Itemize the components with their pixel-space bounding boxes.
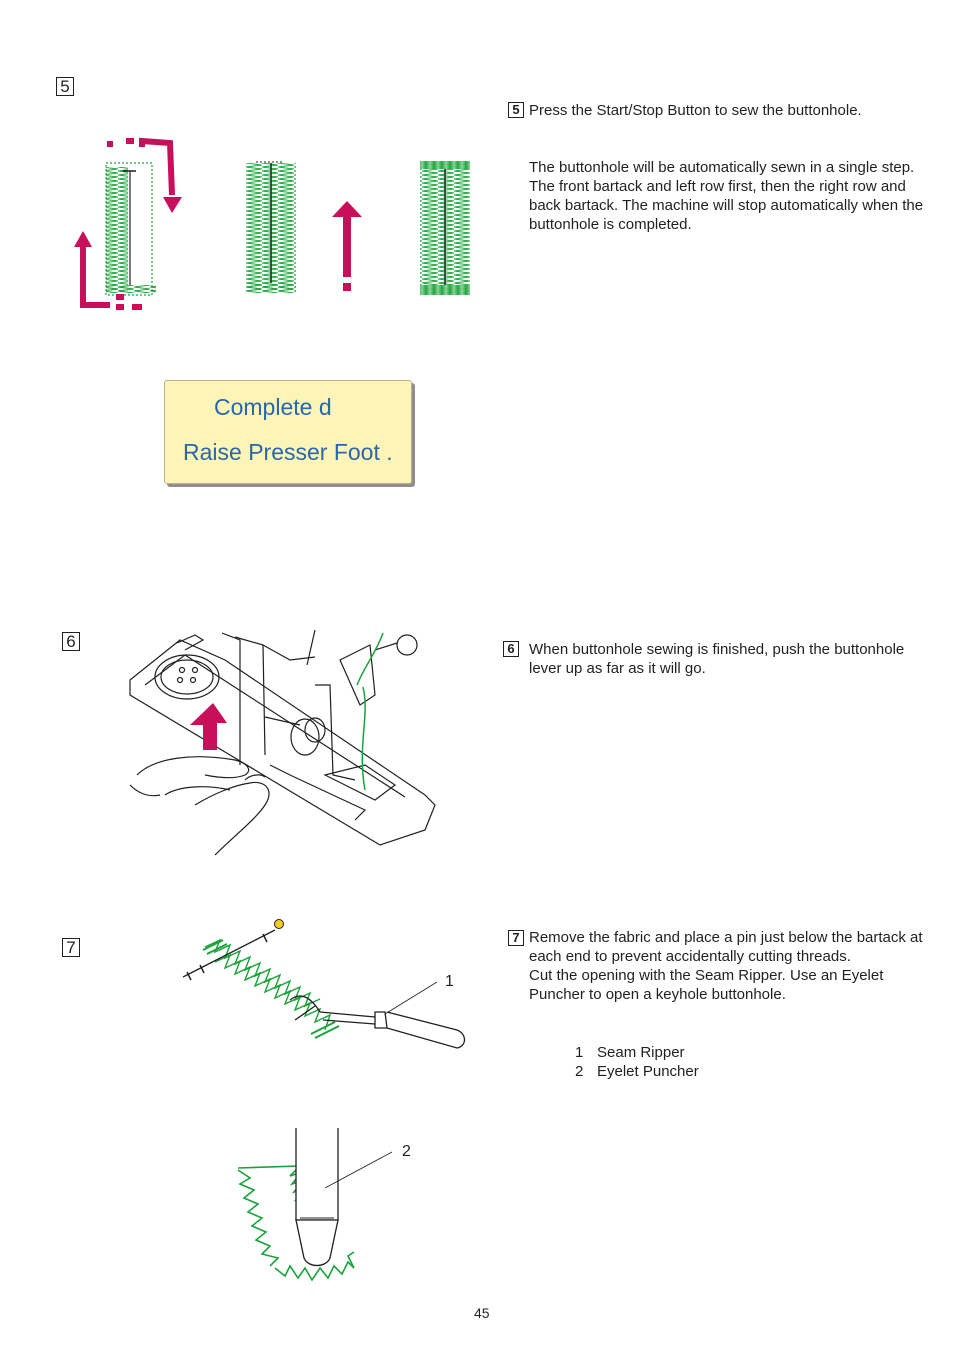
step-5-instruction: Press the Start/Stop Button to sew the b…	[529, 102, 862, 119]
buttonhole-foot-illustration	[129, 629, 436, 856]
step-5-paragraph-2: The front bartack and left row first, th…	[529, 178, 924, 233]
callout-2: 2	[402, 1143, 411, 1160]
eyelet-puncher-illustration	[237, 1128, 393, 1282]
step-5-paragraph-1: The buttonhole will be automatically sew…	[529, 159, 915, 176]
step-7-marker: 7	[62, 938, 80, 957]
step-6-marker: 6	[62, 632, 80, 651]
step-5-inline-marker: 5	[508, 102, 524, 118]
step-6-inline-marker: 6	[503, 641, 519, 657]
step-6-instruction: When buttonhole sewing is finished, push…	[529, 641, 905, 677]
lcd-line-completed: Complete d	[214, 394, 332, 420]
callout-1: 1	[445, 973, 454, 990]
step-7-instruction-2: Cut the opening with the Seam Ripper. Us…	[529, 967, 884, 1003]
lcd-message-panel: Complete d Raise Presser Foot .	[164, 380, 412, 484]
seam-ripper-illustration	[182, 919, 466, 1049]
page-number: 45	[474, 1305, 490, 1321]
step-5-marker: 5	[56, 77, 74, 96]
buttonhole-sequence-illustration	[74, 137, 470, 310]
lcd-line-raise-presser-foot: Raise Presser Foot .	[183, 439, 393, 465]
step-7-instruction-1: Remove the fabric and place a pin just b…	[529, 929, 923, 965]
step-7-inline-marker: 7	[508, 930, 524, 946]
